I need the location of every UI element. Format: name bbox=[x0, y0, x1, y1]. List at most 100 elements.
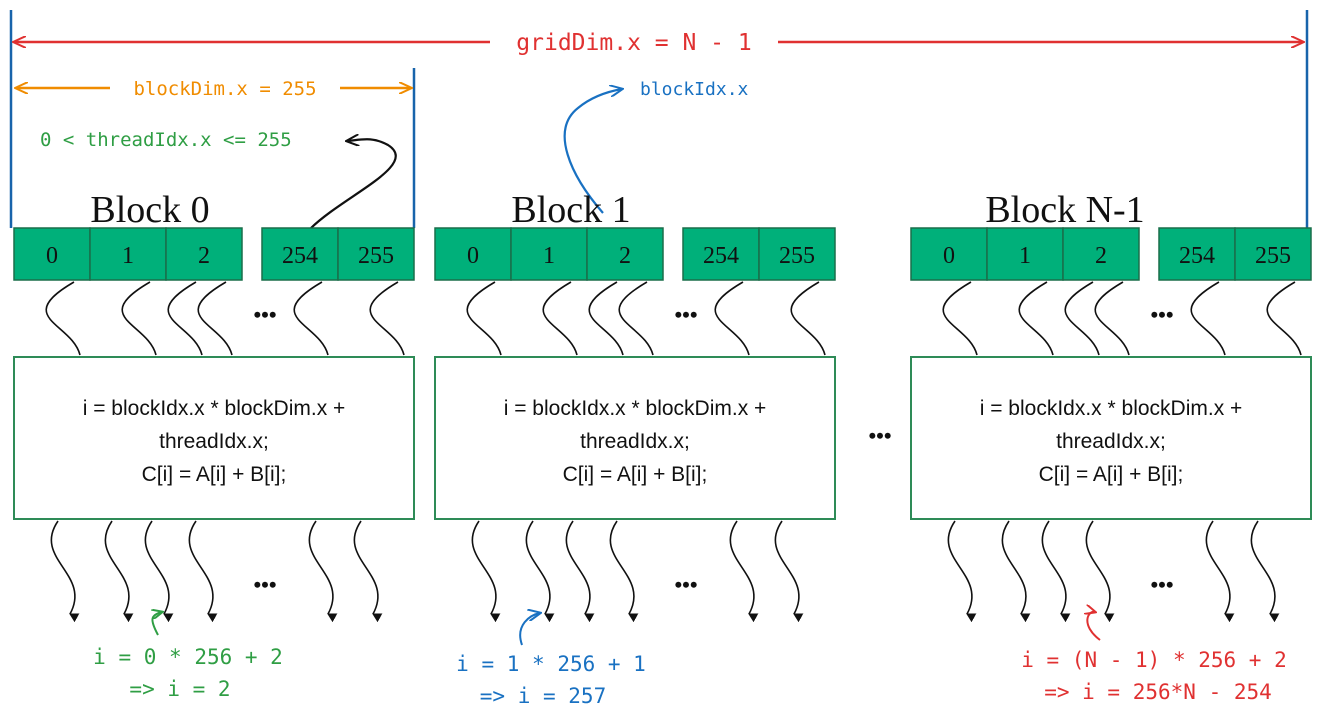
thread-line-out bbox=[609, 520, 639, 623]
kernel-code-box bbox=[13, 356, 415, 520]
block-idx-pointer-arrow bbox=[563, 89, 622, 214]
thread-cell-label: 254 bbox=[282, 243, 318, 269]
thread-line-out bbox=[50, 520, 80, 623]
result-line: => i = 257 bbox=[480, 684, 606, 708]
result-line: i = 1 * 256 + 1 bbox=[456, 652, 646, 676]
result-pointer-arrow bbox=[152, 612, 162, 636]
kernel-code-box bbox=[910, 356, 1312, 520]
thread-cell-label: 0 bbox=[943, 243, 955, 269]
between-blocks-ellipsis: ••• bbox=[868, 423, 891, 448]
block-idx-annotation: blockIdx.x bbox=[563, 79, 749, 214]
thread-cell bbox=[586, 227, 664, 281]
thread-line-in bbox=[790, 281, 826, 356]
thread-line-out bbox=[1001, 520, 1031, 623]
thread-idx-range-label: 0 < threadIdx.x <= 255 bbox=[40, 129, 292, 151]
result-line: i = 0 * 256 + 2 bbox=[93, 645, 283, 669]
grid-dim-label: gridDim.x = N - 1 bbox=[516, 30, 751, 56]
kernel-code-line: i = blockIdx.x * blockDim.x + bbox=[83, 397, 346, 420]
thread-line-in bbox=[197, 281, 233, 356]
thread-cell-label: 255 bbox=[358, 243, 394, 269]
result-line: => i = 2 bbox=[129, 677, 230, 701]
kernel-code-line: C[i] = A[i] + B[i]; bbox=[142, 463, 287, 486]
thread-cell-label: 255 bbox=[779, 243, 815, 269]
thread-line-in bbox=[369, 281, 405, 356]
kernel-code-box bbox=[434, 356, 836, 520]
thread-cell-label: 2 bbox=[619, 243, 631, 269]
thread-line-out bbox=[1250, 520, 1280, 623]
thread-cell bbox=[337, 227, 415, 281]
thread-cell-label: 1 bbox=[543, 243, 555, 269]
thread-ellipsis-bottom: ••• bbox=[1150, 572, 1173, 597]
thread-line-in bbox=[942, 281, 978, 356]
thread-line-out bbox=[774, 520, 804, 623]
thread-cell-label: 1 bbox=[122, 243, 134, 269]
thread-line-in bbox=[293, 281, 329, 356]
thread-ellipsis-bottom: ••• bbox=[674, 572, 697, 597]
thread-line-in bbox=[121, 281, 157, 356]
block-title: Block 1 bbox=[511, 189, 630, 231]
thread-line-in bbox=[618, 281, 654, 356]
thread-cell bbox=[13, 227, 91, 281]
thread-line-in bbox=[1094, 281, 1130, 356]
thread-line-in bbox=[1266, 281, 1302, 356]
block-title: Block N-1 bbox=[985, 189, 1144, 231]
kernel-code-line: C[i] = A[i] + B[i]; bbox=[1039, 463, 1184, 486]
thread-line-out bbox=[947, 520, 977, 623]
thread-line-out bbox=[525, 520, 555, 623]
thread-line-in bbox=[542, 281, 578, 356]
thread-cell-label: 0 bbox=[46, 243, 58, 269]
kernel-code-line: i = blockIdx.x * blockDim.x + bbox=[980, 397, 1243, 420]
thread-line-in bbox=[588, 281, 624, 356]
thread-line-in bbox=[1064, 281, 1100, 356]
block-dim-annotation: blockDim.x = 255 bbox=[16, 68, 416, 228]
thread-idx-annotation: 0 < threadIdx.x <= 255 bbox=[40, 129, 397, 229]
thread-line-out bbox=[144, 520, 174, 623]
thread-line-out bbox=[353, 520, 383, 623]
thread-ellipsis-top: ••• bbox=[1150, 302, 1173, 327]
thread-cell-label: 2 bbox=[1095, 243, 1107, 269]
kernel-code-line: threadIdx.x; bbox=[1056, 430, 1166, 453]
thread-cell bbox=[1234, 227, 1312, 281]
thread-line-out bbox=[104, 520, 134, 623]
kernel-code-line: threadIdx.x; bbox=[159, 430, 269, 453]
grid-dim-bracket: gridDim.x = N - 1 bbox=[9, 10, 1309, 228]
block-idx-label: blockIdx.x bbox=[640, 79, 749, 100]
thread-line-out bbox=[308, 520, 338, 623]
kernel-code-line: C[i] = A[i] + B[i]; bbox=[563, 463, 708, 486]
thread-line-in bbox=[466, 281, 502, 356]
thread-line-out bbox=[729, 520, 759, 623]
thread-cell-label: 2 bbox=[198, 243, 210, 269]
thread-cell-label: 0 bbox=[467, 243, 479, 269]
block-dim-label: blockDim.x = 255 bbox=[133, 78, 316, 100]
thread-line-in bbox=[167, 281, 203, 356]
thread-cell bbox=[758, 227, 836, 281]
kernel-code-line: threadIdx.x; bbox=[580, 430, 690, 453]
thread-cell bbox=[1158, 227, 1236, 281]
thread-line-in bbox=[1190, 281, 1226, 356]
thread-cell bbox=[434, 227, 512, 281]
thread-line-out bbox=[1085, 520, 1115, 623]
thread-cell-label: 254 bbox=[1179, 243, 1215, 269]
thread-line-out bbox=[1041, 520, 1071, 623]
kernel-code-line: i = blockIdx.x * blockDim.x + bbox=[504, 397, 767, 420]
thread-cell bbox=[165, 227, 243, 281]
thread-cell bbox=[682, 227, 760, 281]
thread-ellipsis-top: ••• bbox=[253, 302, 276, 327]
thread-ellipsis-bottom: ••• bbox=[253, 572, 276, 597]
thread-line-out bbox=[1205, 520, 1235, 623]
thread-idx-pointer-arrow bbox=[310, 139, 397, 229]
thread-ellipsis-top: ••• bbox=[674, 302, 697, 327]
block-1: Block 1 0 1 2 254 255 ••• i = blockIdx.x * bloc… bbox=[434, 189, 836, 708]
thread-cell-label: 1 bbox=[1019, 243, 1031, 269]
thread-line-in bbox=[1018, 281, 1054, 356]
result-pointer-arrow bbox=[1087, 612, 1101, 641]
thread-cell bbox=[1062, 227, 1140, 281]
thread-cell-label: 254 bbox=[703, 243, 739, 269]
result-line: => i = 256*N - 254 bbox=[1044, 680, 1272, 704]
result-line: i = (N - 1) * 256 + 2 bbox=[1021, 648, 1287, 672]
thread-cell bbox=[510, 227, 588, 281]
